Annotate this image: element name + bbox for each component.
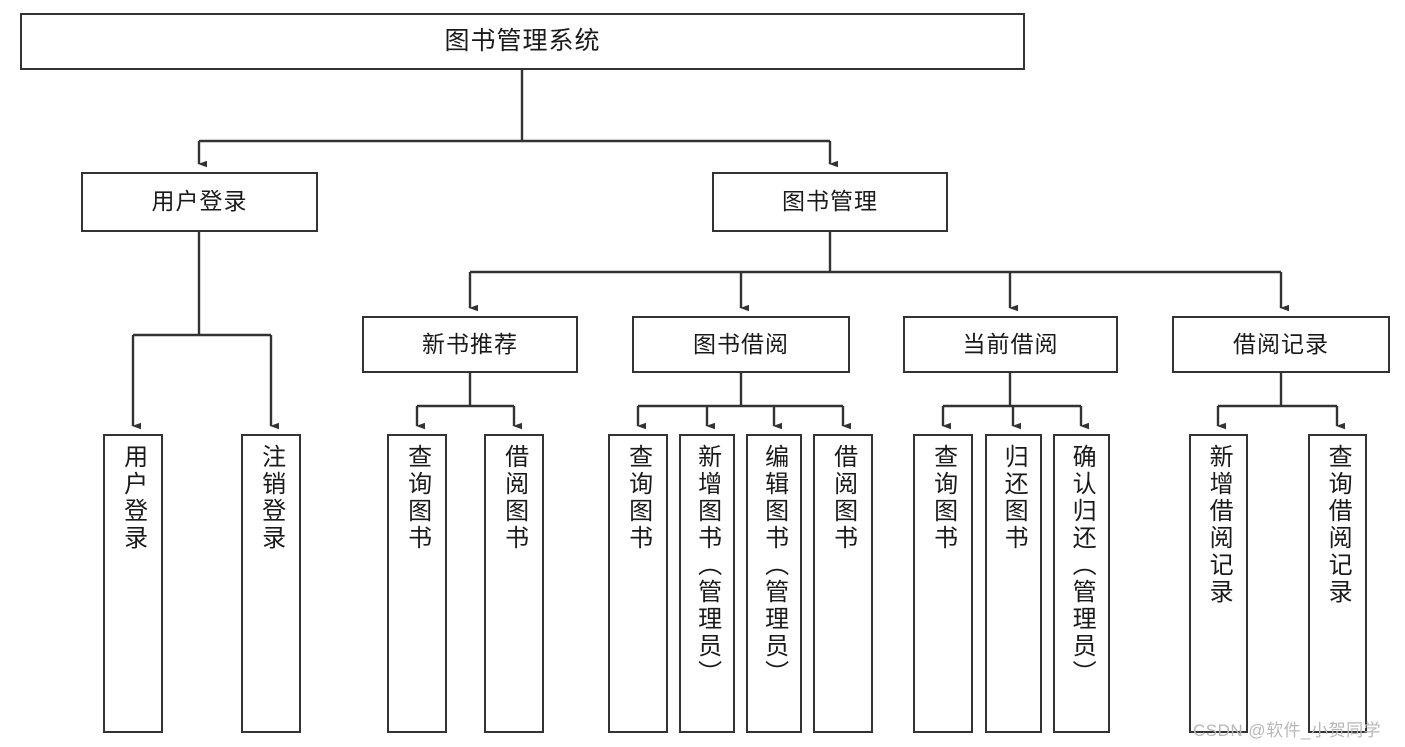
node-leaf-user-login[interactable]: 用户登录 (103, 434, 163, 733)
node-leaf-borrow-book-2[interactable]: 借阅图书 (813, 434, 873, 733)
node-leaf-user-login-label: 用户登录 (119, 444, 147, 552)
node-leaf-add-book[interactable]: 新增图书（管理员） (679, 434, 735, 733)
node-book-borrow-label: 图书借阅 (693, 330, 789, 357)
edge-newbook-to-leaves (415, 373, 522, 430)
node-current-borrow-label: 当前借阅 (962, 330, 1059, 357)
node-root-label: 图书管理系统 (444, 26, 601, 55)
node-current-borrow[interactable]: 当前借阅 (903, 316, 1118, 373)
node-leaf-query-record-label: 查询借阅记录 (1324, 444, 1352, 606)
node-leaf-confirm-return-label: 确认归还（管理员） (1068, 444, 1096, 687)
edge-borrowrecord-to-leaves (1216, 373, 1345, 430)
edge-bookmanage-to-level2 (468, 232, 1289, 312)
node-book-borrow[interactable]: 图书借阅 (632, 316, 850, 373)
edge-userlogin-to-leaves (131, 232, 279, 430)
node-leaf-add-record[interactable]: 新增借阅记录 (1189, 434, 1248, 733)
node-leaf-add-record-label: 新增借阅记录 (1205, 444, 1233, 606)
node-book-manage[interactable]: 图书管理 (712, 172, 948, 232)
node-leaf-query-book-2[interactable]: 查询图书 (608, 434, 668, 733)
node-leaf-query-book-1-label: 查询图书 (403, 444, 431, 552)
node-leaf-query-book-2-label: 查询图书 (624, 444, 652, 552)
node-user-login[interactable]: 用户登录 (81, 172, 318, 232)
node-leaf-query-book-3[interactable]: 查询图书 (913, 434, 973, 733)
node-book-manage-label: 图书管理 (782, 188, 878, 215)
node-borrow-record[interactable]: 借阅记录 (1172, 316, 1390, 373)
node-leaf-user-logout[interactable]: 注销登录 (241, 434, 301, 733)
node-leaf-user-logout-label: 注销登录 (257, 444, 285, 552)
node-borrow-record-label: 借阅记录 (1233, 330, 1329, 357)
edge-root-to-level1 (197, 70, 838, 168)
node-leaf-query-record[interactable]: 查询借阅记录 (1308, 434, 1367, 733)
node-leaf-borrow-book-2-label: 借阅图书 (829, 444, 857, 552)
node-leaf-query-book-1[interactable]: 查询图书 (387, 434, 447, 733)
csdn-watermark: CSDN @软件_小贺同学 (1193, 721, 1382, 740)
node-leaf-return-book[interactable]: 归还图书 (985, 434, 1042, 733)
node-leaf-borrow-book-1-label: 借阅图书 (500, 444, 528, 552)
edge-bookborrow-to-leaves (636, 373, 851, 430)
edge-currentborrow-to-leaves (941, 373, 1089, 430)
node-new-book-recommend[interactable]: 新书推荐 (362, 316, 578, 373)
node-leaf-return-book-label: 归还图书 (1000, 444, 1028, 552)
node-leaf-edit-book-label: 编辑图书（管理员） (760, 444, 788, 687)
node-leaf-borrow-book-1[interactable]: 借阅图书 (484, 434, 544, 733)
node-leaf-query-book-3-label: 查询图书 (929, 444, 957, 552)
node-new-book-recommend-label: 新书推荐 (422, 330, 518, 357)
node-leaf-edit-book[interactable]: 编辑图书（管理员） (746, 434, 802, 733)
node-user-login-label: 用户登录 (151, 188, 248, 215)
node-leaf-add-book-label: 新增图书（管理员） (693, 444, 721, 687)
node-leaf-confirm-return[interactable]: 确认归还（管理员） (1053, 434, 1110, 733)
node-root[interactable]: 图书管理系统 (20, 13, 1025, 70)
